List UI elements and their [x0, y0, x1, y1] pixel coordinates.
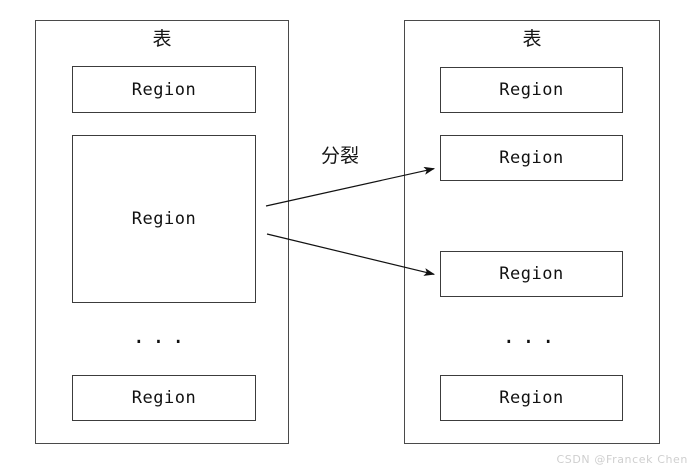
region-label: Region: [499, 388, 564, 408]
right-region-box-3: Region: [440, 251, 623, 297]
left-panel-title: 表: [152, 28, 172, 50]
left-region-box-2: Region: [72, 135, 256, 303]
region-label: Region: [499, 80, 564, 100]
left-table-panel: 表 Region Region ... Region: [35, 20, 289, 444]
right-region-box-2: Region: [440, 135, 623, 181]
watermark: CSDN @Francek Chen: [556, 453, 688, 466]
split-label: 分裂: [321, 145, 360, 167]
left-region-box-1: Region: [72, 66, 256, 113]
right-panel-ellipsis: ...: [502, 324, 562, 348]
left-region-box-3: Region: [72, 375, 256, 421]
left-panel-ellipsis: ...: [132, 324, 192, 348]
region-label: Region: [131, 209, 197, 229]
right-panel-title: 表: [522, 28, 542, 50]
region-label: Region: [131, 79, 197, 100]
region-label: Region: [499, 148, 564, 168]
region-label: Region: [499, 264, 564, 284]
right-table-panel: 表 Region Region Region ... Region: [404, 20, 660, 444]
right-region-box-1: Region: [440, 67, 623, 113]
right-region-box-4: Region: [440, 375, 623, 421]
region-label: Region: [131, 388, 197, 408]
